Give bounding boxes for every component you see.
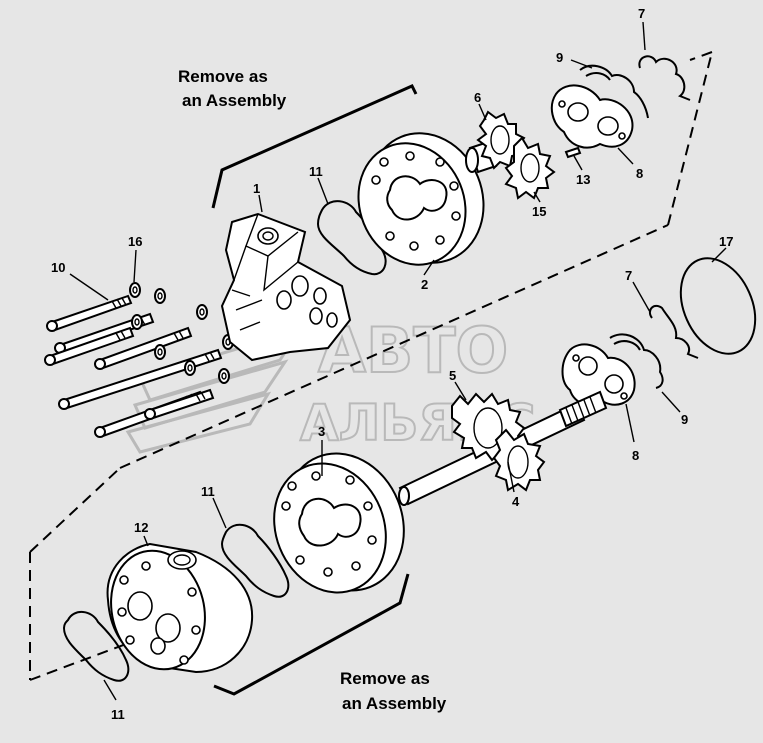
o-ring: [679, 257, 757, 355]
caption-bottom-line2: an Assembly: [342, 694, 447, 713]
wear-plate-lower: [561, 343, 636, 407]
gasket-upper: [316, 200, 387, 276]
gear-housing-upper: [357, 132, 485, 266]
wear-plate-upper: [550, 84, 634, 149]
gasket-lower: [62, 611, 130, 682]
callouts: 1 2 3 4 5 6 7 7 8 8 9 9 10 11 11 11 12 1…: [51, 6, 733, 722]
leader-6: [478, 103, 487, 121]
leader-11c: [103, 679, 117, 701]
callout-1: 1: [253, 181, 260, 196]
washer-set: [129, 282, 234, 384]
callout-11-upper: 11: [309, 164, 323, 179]
callout-4: 4: [512, 494, 520, 509]
watermark-line1: АВТО: [318, 314, 508, 387]
seal-upper: [579, 64, 649, 119]
captions: Remove as an Assembly Remove as an Assem…: [178, 67, 447, 713]
leader-7a: [642, 21, 646, 51]
washer: [129, 282, 141, 298]
leader-11b: [212, 497, 227, 529]
bottom-assembly-bracket: [213, 573, 410, 696]
leader-17: [711, 247, 727, 263]
leader-15: [533, 191, 541, 203]
leader-2: [423, 259, 435, 276]
leader-13: [573, 155, 583, 171]
callout-16: 16: [128, 234, 142, 249]
bolt: [46, 294, 133, 332]
leader-9a: [570, 59, 593, 69]
leader-1: [258, 194, 263, 213]
washer: [154, 288, 166, 304]
callout-13: 13: [576, 172, 590, 187]
bolt: [44, 326, 135, 366]
callout-5: 5: [449, 368, 456, 383]
leader-lines: [69, 21, 727, 701]
leader-8a: [617, 147, 634, 165]
callout-15: 15: [532, 204, 546, 219]
leader-8b: [625, 403, 635, 443]
washer: [184, 360, 196, 376]
rear-housing: [220, 212, 352, 362]
callout-11-middle: 11: [201, 484, 215, 499]
top-assembly-bracket: [211, 84, 418, 209]
callout-3: 3: [318, 424, 325, 439]
callout-6: 6: [474, 90, 481, 105]
callout-10: 10: [51, 260, 65, 275]
callout-17: 17: [719, 234, 733, 249]
callout-9-upper: 9: [556, 50, 563, 65]
callout-2: 2: [421, 277, 428, 292]
leader-12: [143, 535, 149, 547]
leader-10: [69, 273, 109, 301]
leader-4: [507, 461, 515, 493]
callout-8-upper: 8: [636, 166, 643, 181]
callout-12: 12: [134, 520, 148, 535]
gear-housing-lower: [273, 452, 405, 594]
bolt-set: [44, 294, 223, 438]
callout-11-lower: 11: [111, 707, 125, 722]
leader-11a: [317, 177, 329, 205]
leader-9b: [661, 391, 681, 413]
caption-top-line1: Remove as: [178, 67, 268, 86]
washer: [196, 304, 208, 320]
caption-bottom-line1: Remove as: [340, 669, 430, 688]
drive-gear-upper: [465, 110, 526, 174]
leader-7b: [632, 281, 651, 313]
front-cover: [106, 542, 254, 674]
bolt: [144, 388, 215, 420]
callout-9-lower: 9: [681, 412, 688, 427]
backup-ring-upper: [638, 55, 691, 101]
seal-lower: [609, 333, 664, 389]
callout-7-lower: 7: [625, 268, 632, 283]
assembly-boundary-upper: [119, 51, 713, 469]
washer: [131, 314, 143, 330]
callout-8-lower: 8: [632, 448, 639, 463]
leader-16: [133, 249, 137, 283]
caption-top-line2: an Assembly: [182, 91, 287, 110]
idler-gear-upper: [504, 136, 556, 200]
assembly-boundary-lower: [29, 467, 191, 681]
bolt: [94, 326, 193, 370]
washer: [154, 344, 166, 360]
bolt: [54, 312, 155, 354]
washer: [218, 368, 230, 384]
gasket-middle: [220, 523, 290, 598]
backup-ring-lower: [648, 304, 699, 359]
callout-7-upper: 7: [638, 6, 645, 21]
bolt: [58, 348, 223, 410]
dowel-pin: [564, 146, 582, 159]
leader-5: [454, 381, 467, 401]
